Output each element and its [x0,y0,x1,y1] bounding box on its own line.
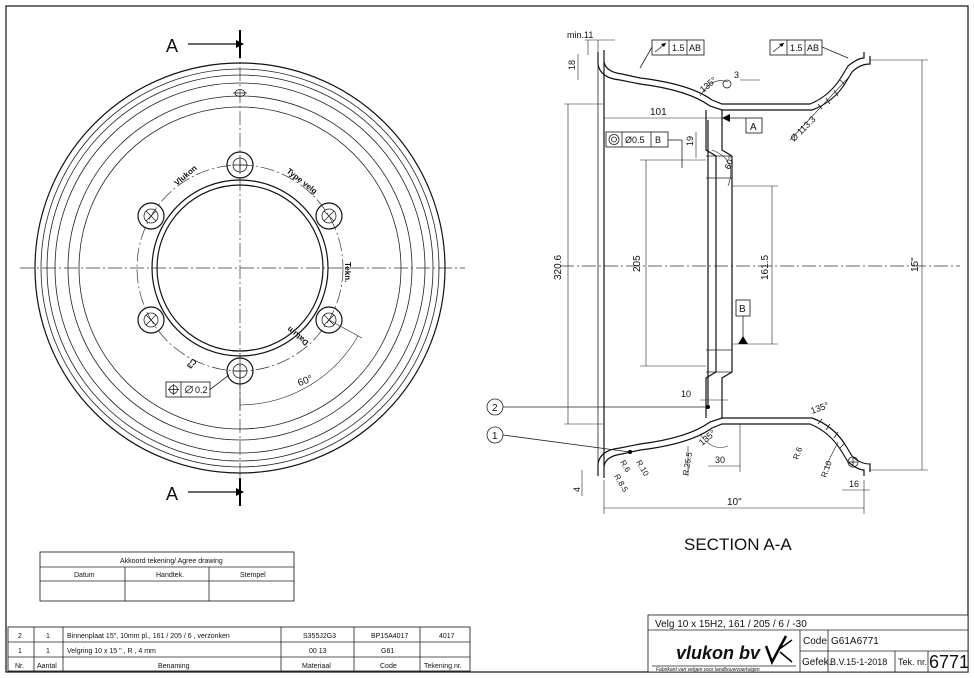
svg-text:Materiaal: Materiaal [302,663,331,670]
drawing-description: Velg 10 x 15H2, 161 / 205 / 6 / -30 [655,619,807,630]
svg-text:AB: AB [689,43,701,53]
svg-text:1.5: 1.5 [672,43,685,53]
dim-161-5: 161.5 [760,255,771,280]
company-logo-mark [764,635,793,666]
svg-text:Velgring 10 x 15 " , R , 4 mm: Velgring 10 x 15 " , R , 4 mm [67,648,156,655]
label-tekn: Tekn. [343,262,352,282]
svg-text:Handtek.: Handtek. [156,572,184,579]
svg-text:S355J2G3: S355J2G3 [303,633,336,640]
svg-text:1.5: 1.5 [790,43,803,53]
svg-text:Code: Code [380,663,397,670]
balloon-2: 2 [486,398,710,416]
rim-profile-top [603,50,865,105]
section-view: 320.6 205 161.5 15" 101 min.11 18 19 60°… [486,30,960,554]
runout-frame-right: 1.5 AB [769,39,849,59]
sheet-border [5,5,969,673]
svg-text:Stempel: Stempel [240,572,266,579]
dim-135-bottom-right: 135° [809,400,830,416]
dim-18: 18 [567,60,577,70]
position-tolerance-frame: 0.2 [165,374,230,398]
dim-16: 16 [849,479,859,489]
svg-text:1: 1 [46,648,50,655]
svg-text:2: 2 [18,633,22,640]
hub-disc-circle [151,179,329,357]
dim-19: 19 [685,136,695,146]
bolt-hole-bottom-right [315,306,343,334]
dim-205: 205 [632,255,643,272]
svg-text:Binnenplaat 15", 10mm pl., 161: Binnenplaat 15", 10mm pl., 161 / 205 / 6… [67,633,230,640]
approval-table: Akkoord tekening/ Agree drawing Datum Ha… [39,551,295,602]
section-title: SECTION A-A [684,535,792,554]
dim-101: 101 [650,107,667,118]
dim-min11: min.11 [567,30,593,40]
svg-text:Tek. nr.: Tek. nr. [898,657,927,667]
section-marker-bottom: A [166,484,178,504]
dim-diam-113-3: Ø 113.3 [788,114,817,143]
label-c3: C3 [185,357,199,371]
svg-text:Aantal: Aantal [37,663,57,670]
parts-list: 2 1 Binnenplaat 15", 10mm pl., 161 / 205… [7,626,471,672]
label-vlukon: Vlukon [173,163,199,187]
svg-text:BP15A4017: BP15A4017 [371,633,408,640]
rim-outer-circle [34,62,446,474]
dim-3: 3 [734,70,739,80]
svg-text:G61A6771: G61A6771 [831,636,879,647]
dim-135-top: 135° [698,75,719,95]
bolt-hole-top [226,151,254,179]
dim-15-inch: 15" [910,257,921,272]
bolt-hole-top-left [137,202,165,230]
company-logo-text: vlukon bv [676,643,761,663]
bolt-hole-bottom-left [137,306,165,334]
dim-135-bottom-left: 135° [697,428,718,448]
svg-text:00 13: 00 13 [309,648,327,655]
angle-60-label: 60° [296,374,314,390]
datum-b: B [739,304,746,315]
front-view: Vlukon Type velg Tekn. Datum C3 60° 0.2 … [20,30,465,506]
drawing-number: 6771 [929,652,969,672]
svg-text:4017: 4017 [439,633,455,640]
svg-text:G61: G61 [381,648,394,655]
dim-r6-right: R.6 [791,445,804,460]
svg-text:0.2: 0.2 [195,385,208,395]
svg-text:AB: AB [807,43,819,53]
approval-title: Akkoord tekening/ Agree drawing [120,558,223,565]
svg-text:Benaming: Benaming [158,663,190,670]
dim-4: 4 [572,487,582,492]
center-bore-circle [156,184,324,352]
dim-10: 10 [681,389,691,399]
company-tagline: Fabrikant van velgen voor landbouwvoertu… [656,667,760,673]
svg-text:B: B [655,135,661,145]
dim-r8-5: R.8.5 [612,473,630,495]
dim-r25-5: R.25.5 [681,451,694,476]
svg-text:1: 1 [492,431,498,442]
concentricity-frame: Ø0.5 B [605,131,683,168]
bolt-hole-top-right [315,202,343,230]
svg-text:Nr.: Nr. [15,663,24,670]
runout-frame-left: 1.5 AB [639,39,705,69]
dim-10-inch: 10" [727,497,742,508]
svg-text:B.V.15-1-2018: B.V.15-1-2018 [830,657,887,667]
svg-text:1: 1 [18,648,22,655]
dim-320-6: 320.6 [553,255,564,280]
datum-a: A [750,122,757,133]
svg-text:Datum: Datum [74,572,95,579]
svg-text:Ø0.5: Ø0.5 [625,135,645,145]
svg-text:2: 2 [492,403,498,414]
svg-text:Tekening nr.: Tekening nr. [424,663,462,670]
section-marker-top: A [166,36,178,56]
center-disc [705,110,733,190]
dim-r10-right: R.10 [819,459,833,478]
svg-text:Gefek.: Gefek. [802,657,831,668]
balloon-1: 1 [486,426,632,454]
svg-text:1: 1 [46,633,50,640]
dim-angle-60: 60° [722,154,736,171]
label-type-velg: Type velg [285,166,319,196]
dim-30: 30 [715,455,725,465]
dim-r10-left: R.10 [634,459,651,479]
svg-text:Code: Code [803,636,827,647]
title-block: Velg 10 x 15H2, 161 / 205 / 6 / -30 vluk… [647,614,969,673]
